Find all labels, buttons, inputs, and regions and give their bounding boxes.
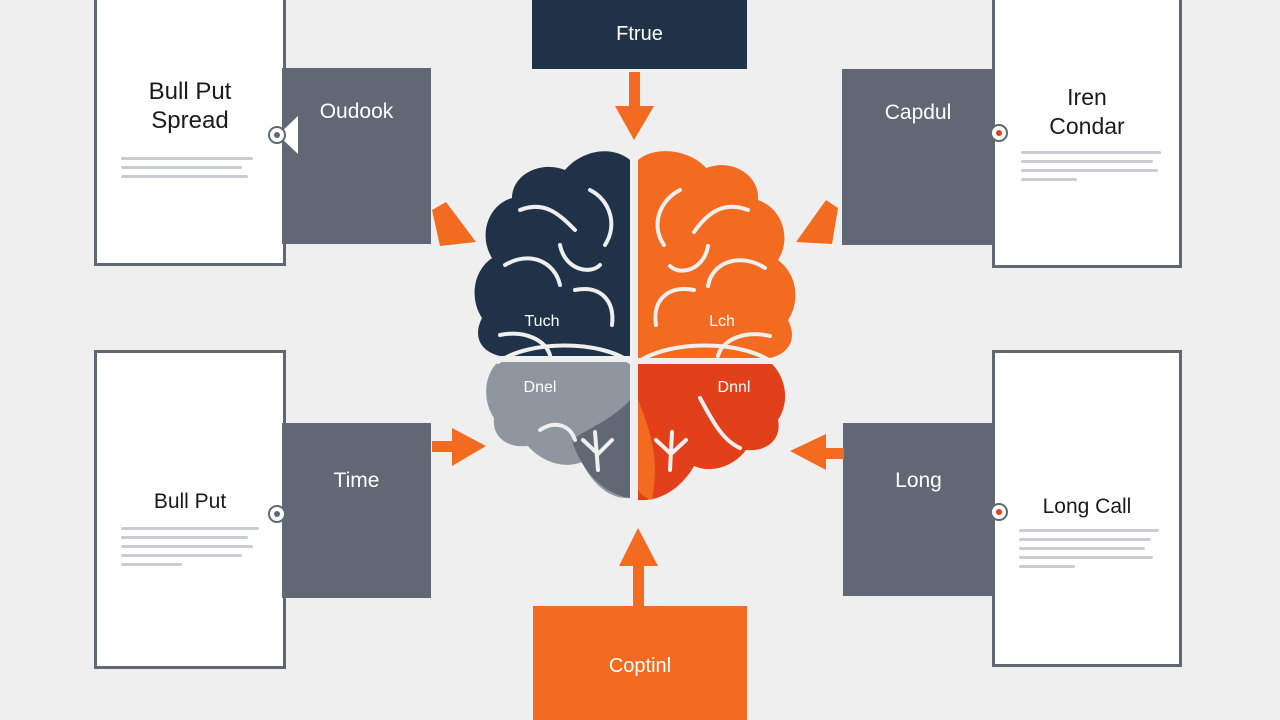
- node-dot: [990, 503, 1008, 521]
- card-text-lines: [121, 527, 259, 566]
- brain-left-upper: [474, 151, 630, 356]
- bottom-block-label: Coptinl: [608, 654, 672, 677]
- card-long-call: Long Call: [992, 350, 1182, 667]
- card-title: Bull Put Spread: [148, 78, 232, 134]
- card-title: Bull Put: [153, 490, 227, 513]
- arrow-right-icon: [432, 428, 486, 466]
- card-text-lines: [1021, 151, 1161, 181]
- brain-right-lower: [638, 364, 786, 501]
- node-dot: [268, 126, 286, 144]
- arrow-up-icon: [619, 528, 658, 608]
- arrow-right-icon: [432, 202, 476, 246]
- tab-capital-label: Capdul: [884, 101, 952, 124]
- card-text-lines: [1019, 529, 1159, 568]
- tab-long: Long: [843, 423, 994, 596]
- tab-outlook-label: Oudook: [319, 100, 394, 123]
- card-title: Iren Condar: [1049, 84, 1125, 139]
- arrow-left-icon: [796, 200, 838, 244]
- tab-outlook: Oudook: [282, 68, 431, 244]
- arrow-left-icon: [790, 434, 844, 470]
- tab-time-label: Time: [333, 469, 380, 492]
- brain-label-left-upper: Tuch: [525, 313, 560, 330]
- node-dot: [990, 124, 1008, 142]
- connector-notch: [278, 116, 298, 154]
- bottom-block: Coptinl: [533, 606, 747, 720]
- tab-time: Time: [282, 423, 431, 598]
- arrow-down-icon: [615, 72, 654, 140]
- tab-long-label: Long: [895, 469, 942, 492]
- brain-right-upper: [638, 151, 796, 358]
- card-text-lines: [121, 157, 253, 178]
- card-title: Long Call: [1042, 495, 1132, 518]
- top-block-label: Ftrue: [616, 23, 663, 45]
- card-iron-condor: Iren Condar: [992, 0, 1182, 268]
- brain-label-left-lower: Dnel: [524, 379, 557, 396]
- tab-capital: Capdul: [842, 69, 994, 245]
- brain-label-right-upper: Lch: [709, 313, 735, 330]
- brain-label-right-lower: Dnnl: [718, 379, 751, 396]
- node-dot: [268, 505, 286, 523]
- brain-icon: Tuch Lch Dnel Dnnl: [474, 150, 796, 510]
- top-block: Ftrue: [532, 0, 747, 69]
